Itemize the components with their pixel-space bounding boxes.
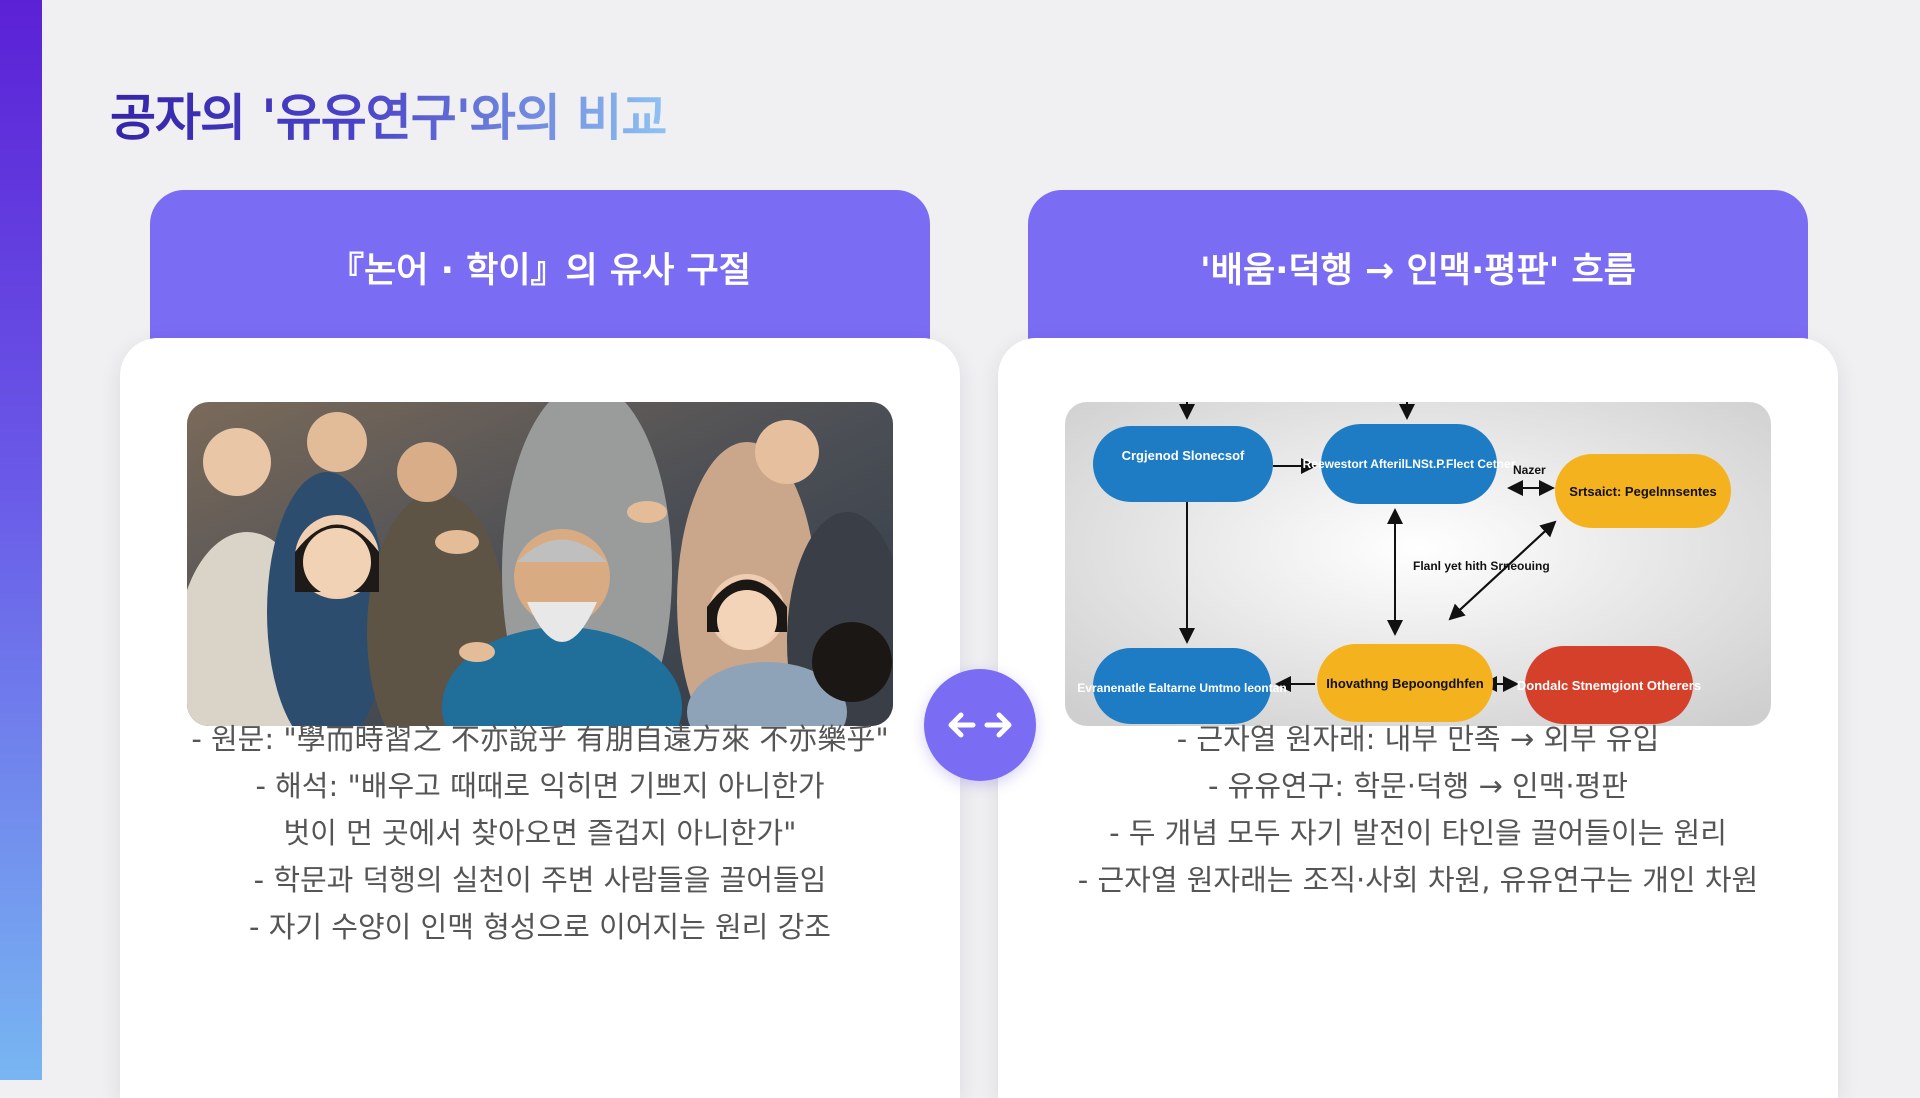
right-card-body: Crgjenod Slonecsof Reewestort AfterilLNS… — [998, 338, 1838, 1098]
right-bullet-item: - 유유연구: 학문·덕행 → 인맥·평판 — [1207, 769, 1628, 803]
diagram-edge-label: Nazer — [1513, 463, 1546, 477]
right-bullet-list: - 근자열 원자래: 내부 만족 → 외부 유입 - 유유연구: 학문·덕행 →… — [1028, 716, 1808, 904]
right-bullet-item: - 두 개념 모두 자기 발전이 타인을 끌어들이는 원리 — [1109, 816, 1727, 850]
right-card-header-text: '배움·덕행 → 인맥·평판' 흐름 — [1200, 251, 1636, 291]
diagram-node-label: Dondalc Stnemgiont Otherers — [1517, 678, 1701, 693]
left-bullet-item: - 학문과 덕행의 실천이 주변 사람들을 끌어들임 — [253, 863, 827, 897]
left-right-arrow-icon — [948, 712, 1012, 738]
confucius-crowd-image — [187, 402, 893, 726]
right-bullet-item: - 근자열 원자래는 조직·사회 차원, 유유연구는 개인 차원 — [1077, 863, 1759, 897]
side-accent-bar — [0, 0, 42, 1080]
compare-circle — [924, 669, 1036, 781]
left-bullet-item: 벗이 먼 곳에서 찾아오면 즐겁지 아니한가" — [283, 816, 797, 850]
left-bullet-item: - 원문: "學而時習之 不亦說乎 有朋自遠方來 不亦樂乎" — [191, 722, 889, 756]
diagram-node-label: Srtsaict: Pegelnnsentes — [1569, 484, 1716, 499]
left-card-header-text: 『논어 · 학이』의 유사 구절 — [329, 251, 751, 291]
left-bullet-item: - 해석: "배우고 때때로 익히면 기쁘지 아니한가 — [255, 769, 825, 803]
flow-diagram-image: Crgjenod Slonecsof Reewestort AfterilLNS… — [1065, 402, 1771, 726]
right-bullet-item: - 근자열 원자래: 내부 만족 → 외부 유입 — [1176, 722, 1660, 756]
diagram-node-label: Crgjenod Slonecsof — [1122, 448, 1245, 463]
diagram-node-label: Reewestort AfterilLNSt.P.Flect Cetner — [1303, 457, 1516, 471]
left-bullet-item: - 자기 수양이 인맥 형성으로 이어지는 원리 강조 — [249, 910, 831, 944]
left-card: 『논어 · 학이』의 유사 구절 — [120, 190, 960, 1098]
diagram-edge-label: Flanl yet hith Srneouing — [1413, 559, 1550, 573]
right-card: '배움·덕행 → 인맥·평판' 흐름 — [998, 190, 1838, 1098]
diagram-node-label: Ihovathng Bepoongdhfen — [1326, 676, 1483, 691]
diagram-node-label: Evranenatle Ealtarne Umtmo leontan — [1077, 681, 1286, 695]
left-bullet-list: - 원문: "學而時習之 不亦說乎 有朋自遠方來 不亦樂乎" - 해석: "배우… — [150, 716, 930, 951]
left-card-body: - 원문: "學而時習之 不亦說乎 有朋自遠方來 不亦樂乎" - 해석: "배우… — [120, 338, 960, 1098]
page-title: 공자의 '유유연구'와의 비교 — [110, 78, 667, 150]
